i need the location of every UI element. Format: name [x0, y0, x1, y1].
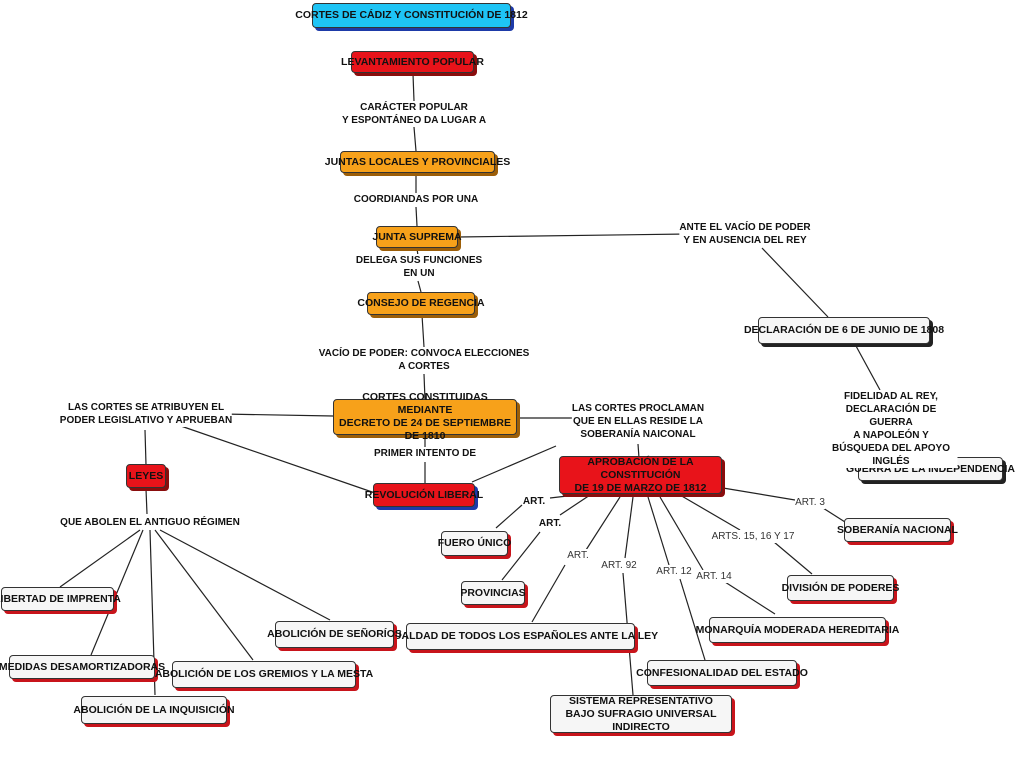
abolen-label: QUE ABOLEN EL ANTIGUO RÉGIMEN [60, 516, 240, 529]
art-label-c: ART. [567, 549, 589, 562]
art-label-b: ART. [538, 517, 562, 530]
medidas-desamortizadoras-node[interactable]: MEDIDAS DESAMORTIZADORAS [0, 655, 165, 679]
fuero-unico-node[interactable]: FUERO ÚNICO [438, 531, 511, 556]
abolicion-senorios-node[interactable]: ABOLICIÓN DE SEÑORÍOS [267, 621, 402, 648]
se-atribuyen-label: LAS CORTES SE ATRIBUYEN EL PODER LEGISLA… [59, 401, 233, 427]
fidelidad-label: FIDELIDAD AL REY, DECLARACIÓN DE GUERRA … [824, 390, 958, 468]
art-12-label: ART. 12 [656, 565, 692, 578]
arts-15-16-17-label: ARTS. 15, 16 Y 17 [711, 530, 795, 543]
proclaman-label: LAS CORTES PROCLAMAN QUE EN ELLAS RESIDE… [571, 402, 705, 441]
art-92-label: ART. 92 [601, 559, 637, 572]
monarquia-moderada-node[interactable]: MONARQUÍA MODERADA HEREDITARIA [696, 617, 899, 643]
libertad-imprenta-node[interactable]: LIBERTAD DE IMPRENTA [0, 587, 121, 611]
vacio-poder-label: VACÍO DE PODER: CONVOCA ELECCIONES A COR… [318, 347, 530, 373]
consejo-regencia-node[interactable]: CONSEJO DE REGENCIA [357, 292, 485, 315]
art-label-a: ART. [522, 495, 546, 508]
revolucion-liberal-node[interactable]: REVOLUCIÓN LIBERAL [365, 483, 483, 507]
provincias-node[interactable]: PROVINCIAS [460, 581, 526, 605]
delega-label: DELEGA SUS FUNCIONES EN UN [355, 254, 483, 280]
igualdad-espanoles-node[interactable]: IGUALDAD DE TODOS LOS ESPAÑOLES ANTE LA … [383, 623, 658, 650]
division-poderes-node[interactable]: DIVISIÓN DE PODERES [782, 575, 899, 601]
levantamiento-popular-node[interactable]: LEVANTAMIENTO POPULAR [341, 51, 484, 73]
primer-intento-label: PRIMER INTENTO DE [373, 447, 477, 460]
confesionalidad-estado-node[interactable]: CONFESIONALIDAD DEL ESTADO [636, 660, 808, 686]
abolicion-inquisicion-node[interactable]: ABOLICIÓN DE LA INQUISICIÓN [73, 696, 235, 724]
art-14-label: ART. 14 [696, 570, 732, 583]
declaracion-1808-node[interactable]: DECLARACIÓN DE 6 DE JUNIO DE 1808 [744, 317, 944, 344]
ante-vacio-label: ANTE EL VACÍO DE PODER Y EN AUSENCIA DEL… [679, 221, 811, 247]
caracter-label: CARÁCTER POPULAR Y ESPONTÁNEO DA LUGAR A [341, 101, 487, 127]
sistema-representativo-node[interactable]: SISTEMA REPRESENTATIVO BAJO SUFRAGIO UNI… [550, 695, 732, 733]
title-node[interactable]: CORTES DE CÁDIZ Y CONSTITUCIÓN DE 1812 [295, 3, 528, 28]
coordinadas-label: COORDIANDAS POR UNA [353, 193, 479, 206]
cortes-constituidas-node[interactable]: CORTES CONSTITUIDAS MEDIANTE DECRETO DE … [333, 391, 517, 442]
soberania-nacional-node[interactable]: SOBERANÍA NACIONAL [837, 518, 958, 542]
leyes-node[interactable]: LEYES [126, 464, 166, 488]
abolicion-gremios-node[interactable]: ABOLICIÓN DE LOS GREMIOS Y LA MESTA [155, 661, 373, 688]
junta-suprema-node[interactable]: JUNTA SUPREMA [372, 226, 462, 248]
aprobacion-constitucion-node[interactable]: APROBACIÓN DE LA CONSTITUCIÓN DE 19 DE M… [559, 456, 722, 494]
art-3-label: ART. 3 [795, 496, 825, 509]
juntas-locales-node[interactable]: JUNTAS LOCALES Y PROVINCIALES [325, 151, 510, 173]
